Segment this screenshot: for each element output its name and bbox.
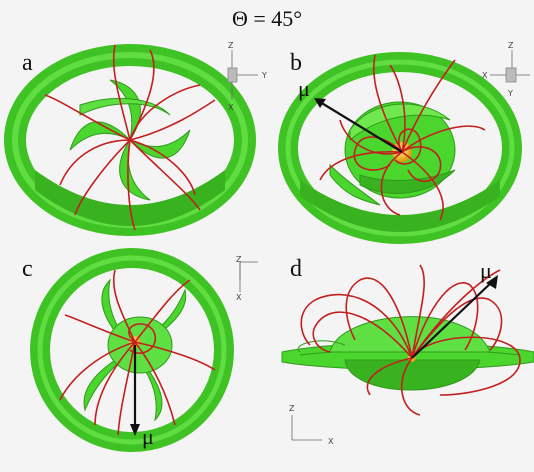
panel-c: μ Z X	[40, 255, 258, 449]
panel-a: Z Y X	[15, 41, 267, 230]
panel-c-axes	[240, 262, 258, 292]
panel-c-axis-z: Z	[236, 255, 242, 264]
panel-b-axis-x: X	[482, 71, 488, 80]
panel-b-axis-y: Y	[507, 89, 513, 98]
panel-d: μ Z X	[282, 258, 534, 446]
panel-d-axis-x: X	[328, 437, 334, 446]
panel-a-axis-x: X	[228, 103, 234, 112]
panel-b-mu-label: μ	[298, 76, 310, 101]
panel-a-axis-y: Y	[261, 71, 267, 80]
panel-b-axes	[490, 50, 530, 82]
panel-b: μ Z X Y	[288, 41, 530, 234]
panel-d-mu-label: μ	[480, 258, 492, 283]
panel-c-axis-x: X	[236, 293, 242, 302]
panel-b-axis-z: Z	[508, 41, 514, 50]
panel-d-axes	[292, 415, 322, 440]
panel-a-axis-z: Z	[228, 41, 234, 50]
panel-d-axis-z: Z	[289, 404, 295, 413]
panel-c-mu-label: μ	[142, 424, 154, 449]
